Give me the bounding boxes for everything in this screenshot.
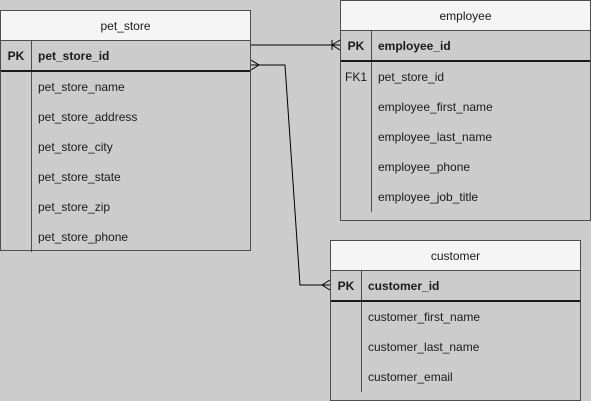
crowfoot-marker [321,279,331,286]
field-name: pet_store_id [378,70,445,84]
field-row[interactable]: customer_first_name [331,302,580,332]
field-row[interactable]: pet_store_address [1,102,250,132]
key-label [1,162,32,192]
field-name: pet_store_city [38,140,113,154]
field-row[interactable]: customer_last_name [331,332,580,362]
key-label [341,92,372,122]
key-label [341,152,372,182]
field-name: employee_id [378,38,451,53]
primary-key-row[interactable]: PK pet_store_id [1,41,250,72]
key-label [1,222,32,252]
key-label [331,362,362,392]
field-name: customer_id [368,278,440,293]
key-label [1,72,32,102]
entity-title: employee [439,8,492,23]
field-row[interactable]: pet_store_name [1,72,250,102]
field-name: employee_last_name [378,130,493,144]
primary-key-row[interactable]: PK employee_id [341,31,590,62]
crowfoot-marker [321,284,331,291]
entity-title: customer [430,248,481,263]
key-label [1,102,32,132]
field-row[interactable]: FK1 pet_store_id [341,62,590,92]
field-row[interactable]: employee_phone [341,152,590,182]
entity-header: employee [341,1,590,31]
key-label [331,302,362,332]
field-row[interactable]: pet_store_zip [1,192,250,222]
field-row[interactable]: pet_store_state [1,162,250,192]
crowfoot-marker [250,64,260,71]
entity-header: pet_store [1,11,250,41]
key-label [341,122,372,152]
field-row[interactable]: customer_email [331,362,580,392]
field-name: pet_store_phone [38,230,129,244]
crowfoot-marker [331,39,341,46]
field-name: employee_phone [378,160,471,174]
key-label: FK1 [341,62,372,92]
crowfoot-marker [250,59,260,66]
entity-pet-store[interactable]: pet_store PK pet_store_id pet_store_name… [0,10,251,252]
entity-title: pet_store [100,18,151,33]
field-name: customer_last_name [368,340,480,354]
field-name: employee_first_name [378,100,493,114]
field-name: customer_email [368,370,453,384]
field-row[interactable]: pet_store_phone [1,222,250,252]
relationship-pet-store-customer[interactable] [250,59,331,291]
field-name: employee_job_title [378,190,479,204]
field-name: customer_first_name [368,310,481,324]
relationship-pet-store-employee[interactable] [251,39,341,51]
field-name: pet_store_zip [38,200,111,214]
key-label: PK [331,271,362,300]
field-row[interactable]: employee_first_name [341,92,590,122]
key-label [1,132,32,162]
key-label: PK [341,31,372,60]
field-row[interactable]: employee_job_title [341,182,590,212]
key-label: PK [1,41,32,70]
key-label [1,192,32,222]
field-name: pet_store_name [38,80,125,94]
field-name: pet_store_state [38,170,121,184]
entity-customer[interactable]: customer PK customer_id customer_first_n… [330,240,581,401]
key-label [331,332,362,362]
field-name: pet_store_address [38,110,138,124]
entity-employee[interactable]: employee PK employee_id FK1 pet_store_id… [340,0,591,221]
field-row[interactable]: employee_last_name [341,122,590,152]
primary-key-row[interactable]: PK customer_id [331,271,580,302]
field-row[interactable]: pet_store_city [1,132,250,162]
entity-header: customer [331,241,580,271]
crowfoot-marker [331,44,341,51]
key-label [341,182,372,212]
field-name: pet_store_id [38,48,110,63]
